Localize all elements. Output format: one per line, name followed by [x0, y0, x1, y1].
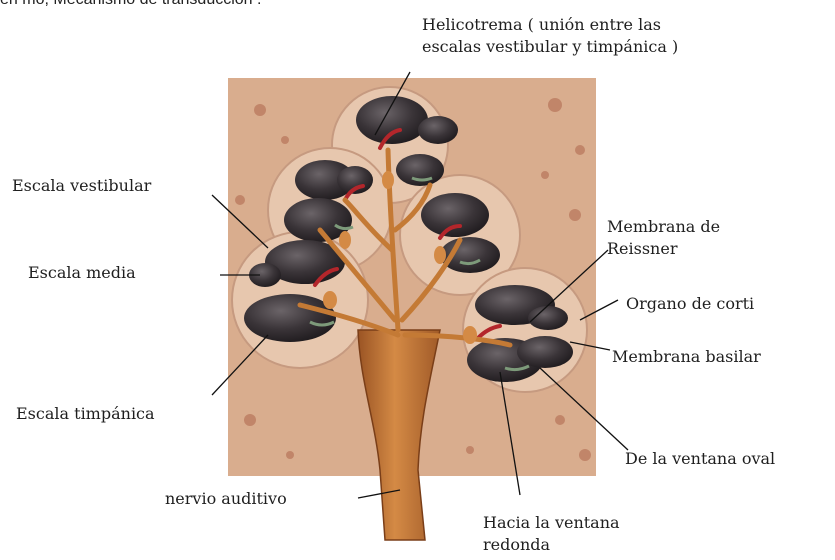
- label-ventana-oval: De la ventana oval: [625, 448, 775, 470]
- label-ventana-redonda: Hacia la ventana redonda: [483, 512, 620, 556]
- label-organo-corti: Organo de corti: [626, 293, 754, 315]
- label-escala-media: Escala media: [28, 262, 136, 284]
- label-membrana-reissner: Membrana de Reissner: [607, 216, 720, 260]
- label-nervio-auditivo: nervio auditivo: [165, 488, 287, 510]
- label-helicotrema: Helicotrema ( unión entre las escalas ve…: [422, 14, 678, 58]
- label-membrana-basilar: Membrana basilar: [612, 346, 761, 368]
- label-escala-timpanica: Escala timpánica: [16, 403, 155, 425]
- label-escala-vestibular: Escala vestibular: [12, 175, 151, 197]
